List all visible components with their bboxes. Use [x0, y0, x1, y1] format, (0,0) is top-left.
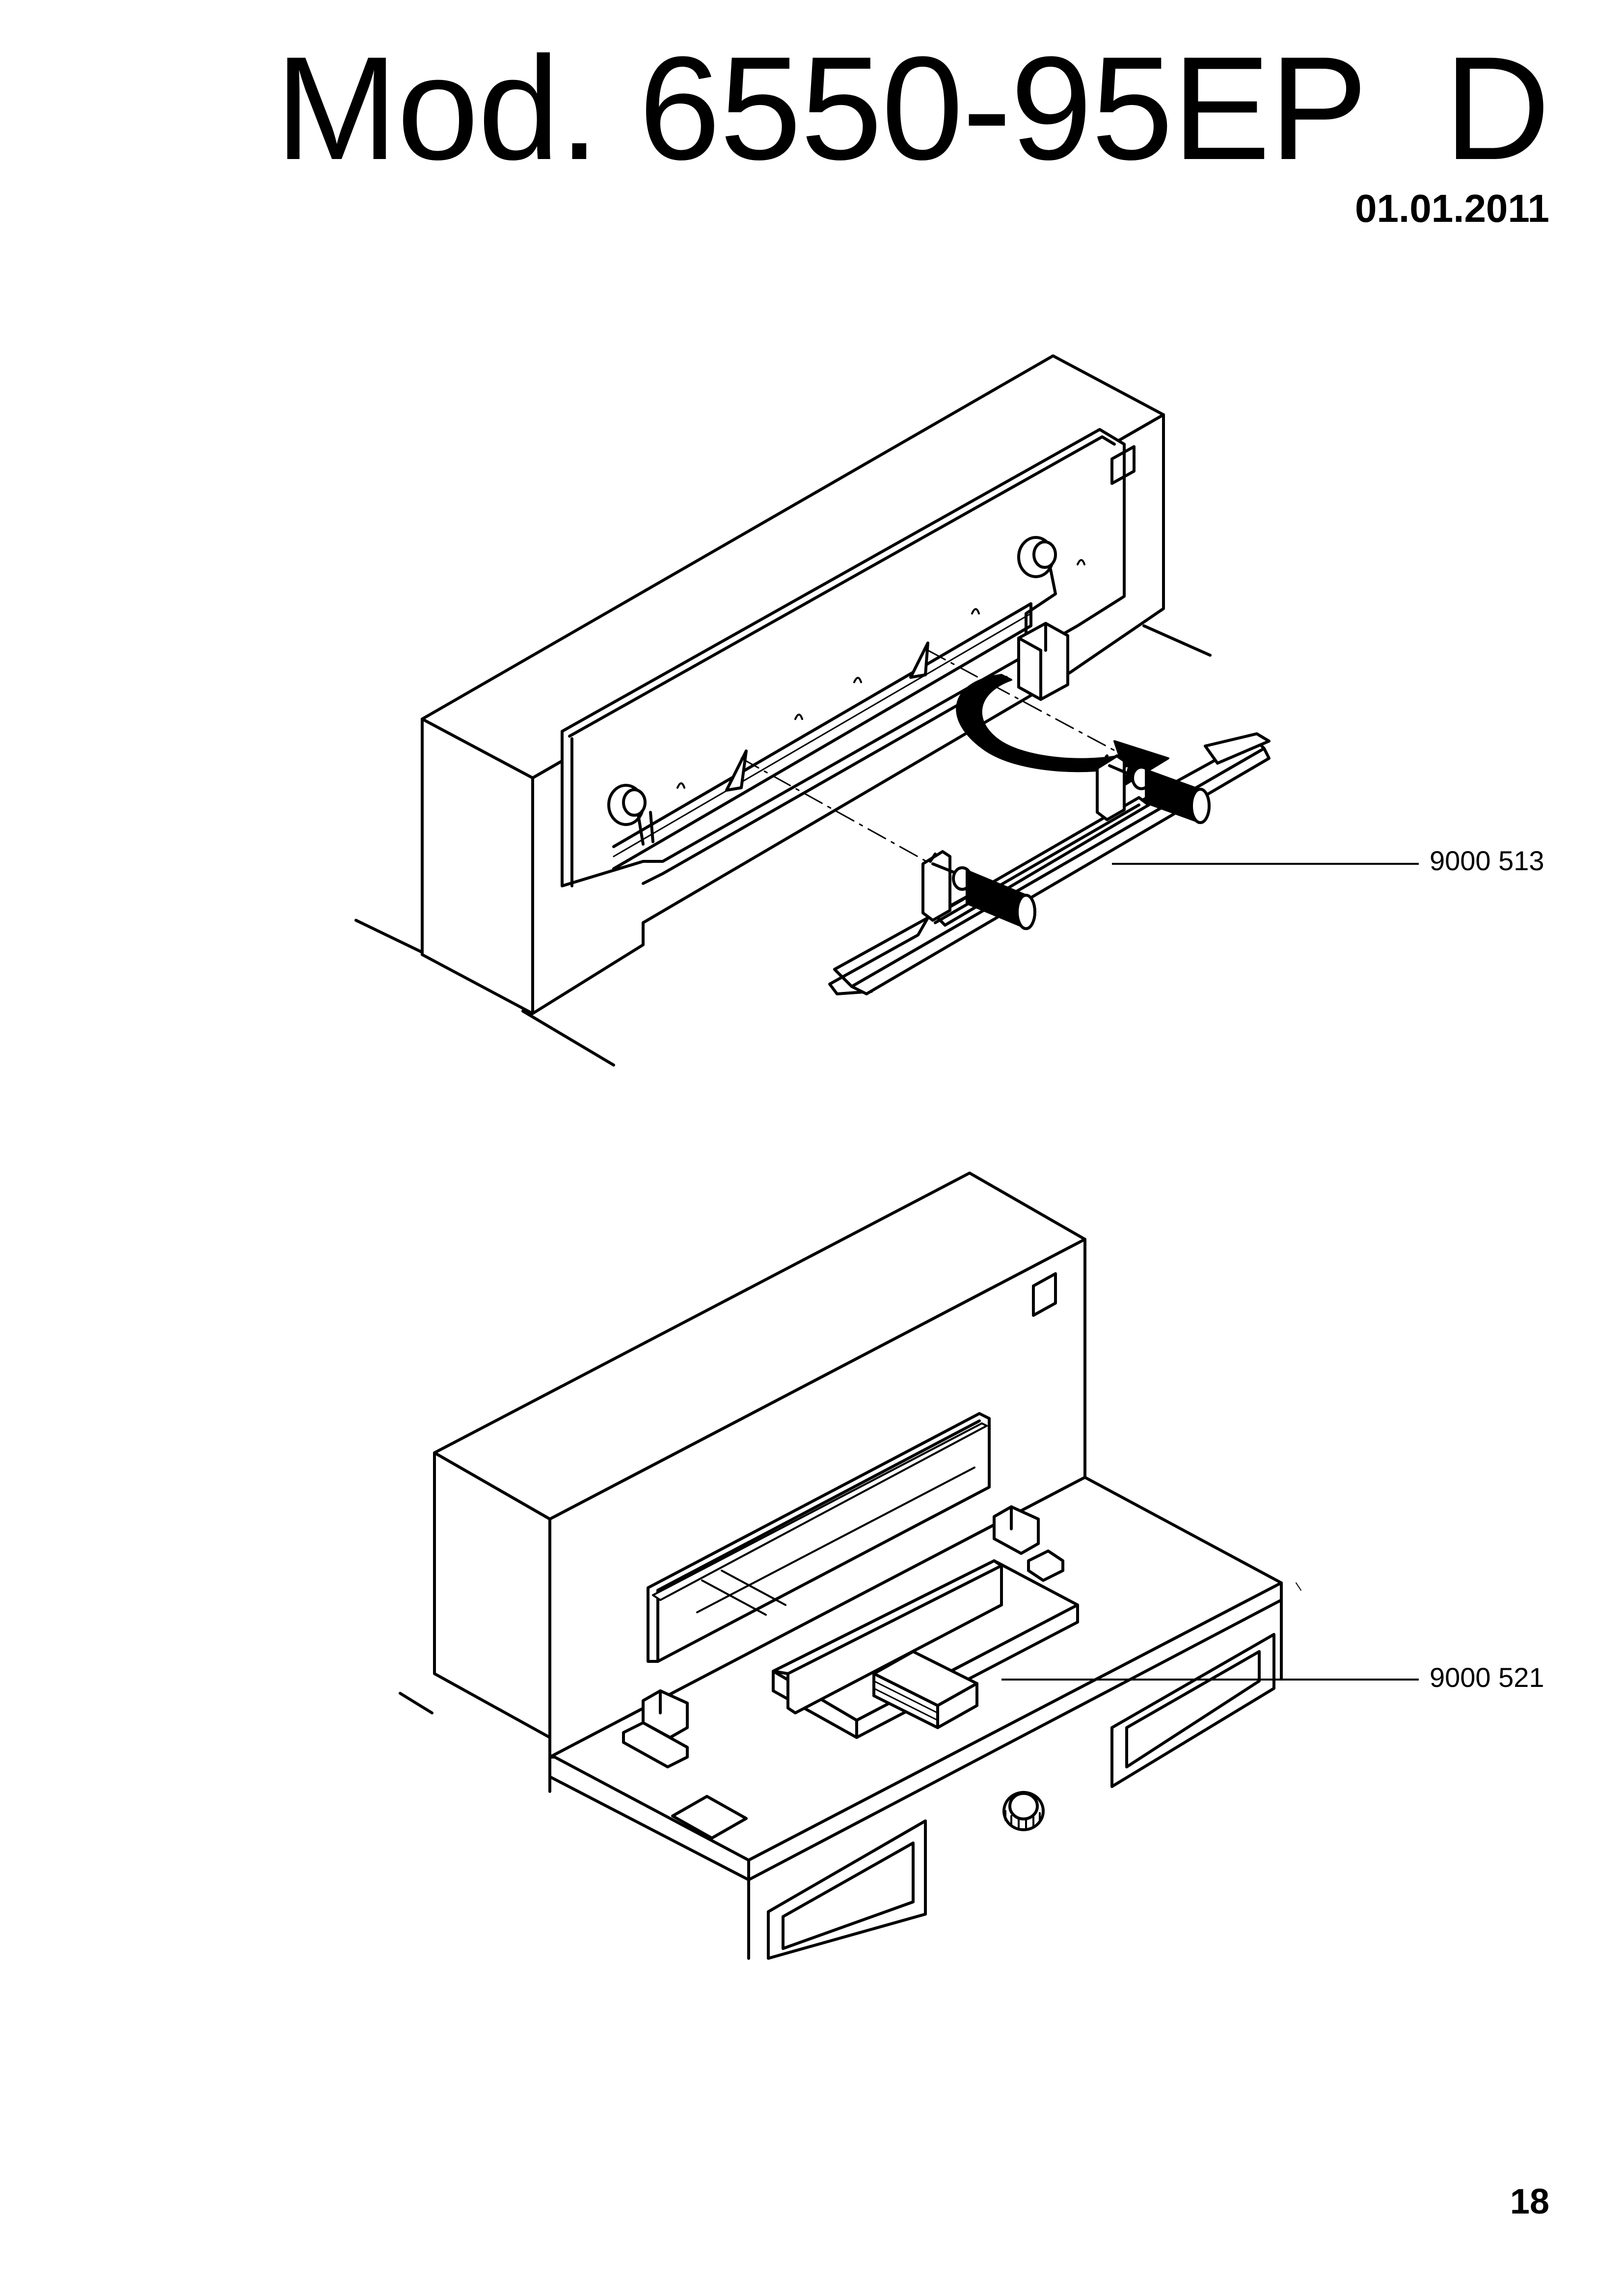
- revision-date: 01.01.2011: [1355, 187, 1549, 230]
- part-number-label: 9000 513: [1430, 845, 1544, 876]
- model-title: Mod. 6550-95EP D: [275, 26, 1550, 190]
- figure-1-cutter-front: [356, 356, 1269, 1065]
- part-number-label: 9000 521: [1430, 1662, 1544, 1693]
- page-number: 18: [1510, 2182, 1549, 2221]
- figure-2-cutter-table: [400, 1173, 1301, 1958]
